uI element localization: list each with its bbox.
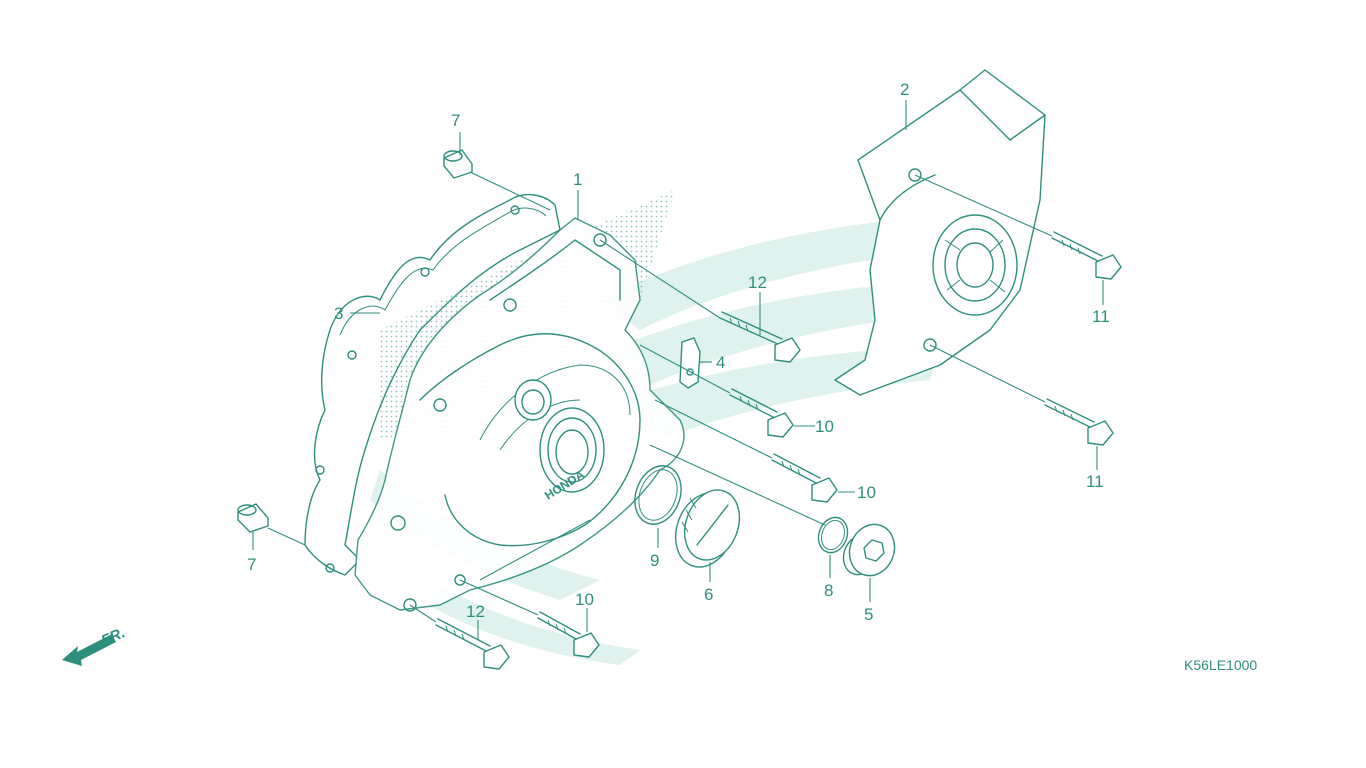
cap-part-5: [842, 523, 896, 577]
callout-10-b: 10: [857, 483, 876, 502]
bolt-part-11-upper: [1051, 231, 1122, 280]
callout-12-upper: 12: [748, 273, 767, 292]
bolt-part-10-c: [537, 611, 600, 658]
dowel-pin-part-7-bottom: [237, 503, 269, 533]
callout-4: 4: [716, 353, 725, 372]
callout-11-lower: 11: [1086, 472, 1104, 491]
callout-1: 1: [573, 170, 582, 189]
callout-3: 3: [334, 304, 343, 323]
callout-12-lower: 12: [466, 602, 485, 621]
callout-8: 8: [824, 581, 833, 600]
dowel-pin-part-7-top: [443, 149, 473, 179]
cap-part-6: [674, 489, 741, 568]
front-direction-indicator: FR.: [62, 624, 128, 666]
bolt-part-12-lower: [435, 618, 510, 670]
clamp-part-4: [679, 337, 701, 389]
o-ring-part-8: [817, 516, 849, 554]
diagram-code: K56LE1000: [1184, 657, 1257, 673]
callout-10-a: 10: [815, 417, 834, 436]
bolt-part-11-lower: [1044, 398, 1114, 446]
bolt-part-10-b: [771, 453, 838, 503]
callout-5: 5: [864, 605, 873, 624]
bolt-part-10-a: [729, 388, 794, 438]
leader-lines: [252, 100, 1104, 640]
crankcase-cover-part-1: HONDA: [354, 217, 685, 612]
callout-9: 9: [650, 551, 659, 570]
bolt-part-12-upper: [719, 311, 801, 363]
callout-10-c: 10: [575, 590, 594, 609]
gasket-part-3: [304, 193, 561, 576]
callout-7-bottom: 7: [247, 555, 256, 574]
callout-labels: 7 1 2 3 12 4 10 10 11 11 9 6 8 5 7 12 10: [247, 80, 1110, 624]
sprocket-cover-part-2: [834, 69, 1046, 396]
front-arrow-icon: [62, 634, 116, 666]
front-label: FR.: [99, 624, 128, 649]
o-ring-part-9: [634, 465, 682, 525]
callout-6: 6: [704, 585, 713, 604]
callout-7-top: 7: [451, 111, 460, 130]
callout-11-upper: 11: [1092, 307, 1110, 326]
callout-2: 2: [900, 80, 909, 99]
